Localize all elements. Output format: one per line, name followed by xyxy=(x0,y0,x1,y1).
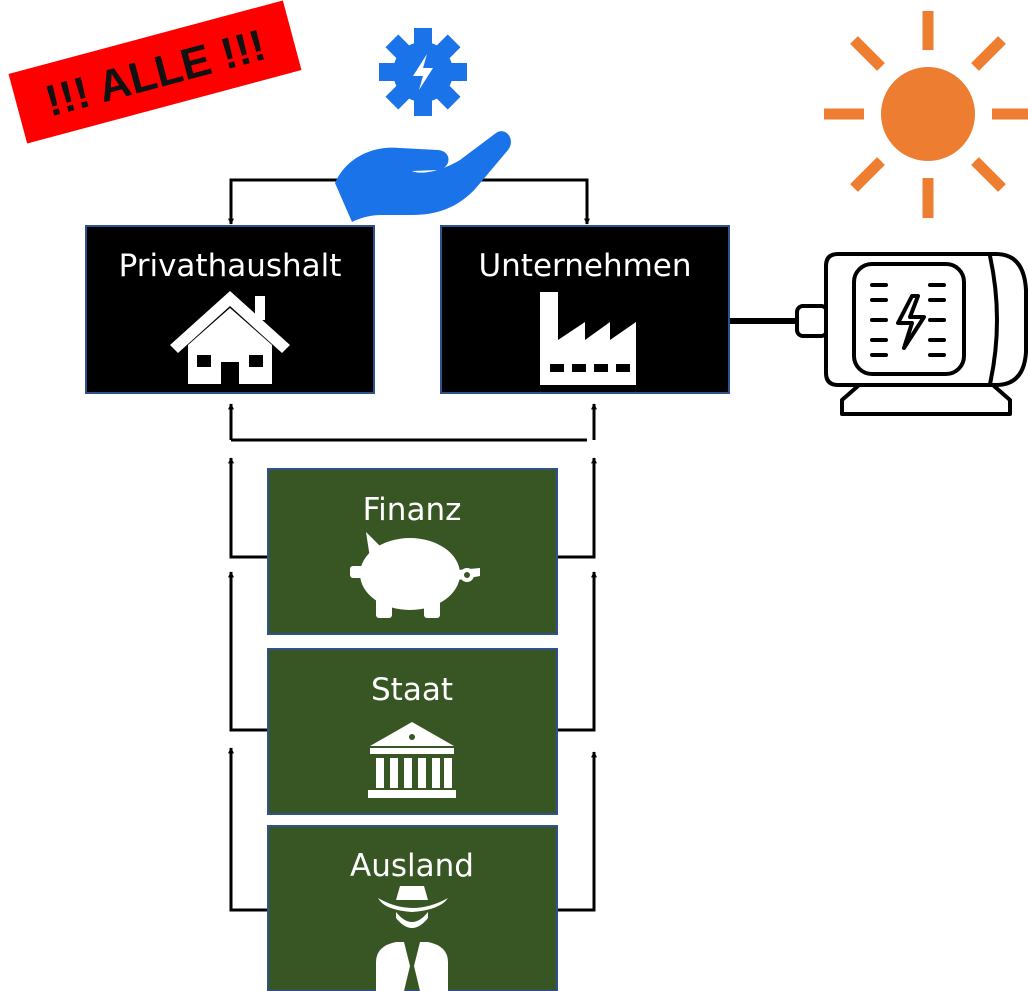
box-staat: Staat xyxy=(267,648,558,815)
finanz-label: Finanz xyxy=(363,492,462,528)
factory-icon xyxy=(540,292,636,385)
privathaushalt-label: Privathaushalt xyxy=(119,248,342,284)
sun-icon xyxy=(824,11,1028,218)
alle-stamp: !!! ALLE !!! xyxy=(8,0,302,144)
box-unternehmen: Unternehmen xyxy=(440,225,730,394)
staat-label: Staat xyxy=(371,672,453,708)
cowboy-icon xyxy=(376,886,448,991)
arrow-finanz-right xyxy=(557,457,597,559)
arrow-to-unternehmen xyxy=(470,178,590,225)
hand-energy-gear-icon xyxy=(335,28,511,222)
arrow-staat-left xyxy=(228,571,268,732)
arrow-ausland-right xyxy=(557,751,597,912)
unternehmen-label: Unternehmen xyxy=(478,248,691,284)
box-finanz: Finanz xyxy=(267,468,558,635)
connector-lines xyxy=(228,178,800,912)
arrow-ausland-left xyxy=(228,747,268,912)
box-privathaushalt: Privathaushalt xyxy=(85,225,375,394)
stamp-background xyxy=(8,0,302,144)
arrow-finanz-left xyxy=(228,457,268,559)
arrow-to-privathaushalt xyxy=(228,178,345,225)
arrow-staat-right xyxy=(557,571,597,732)
ausland-label: Ausland xyxy=(350,848,474,884)
piggy-bank-icon xyxy=(350,532,480,618)
government-building-icon xyxy=(368,722,456,798)
electric-motor-icon xyxy=(795,252,1028,416)
house-icon xyxy=(170,291,290,384)
box-ausland: Ausland xyxy=(267,825,558,991)
